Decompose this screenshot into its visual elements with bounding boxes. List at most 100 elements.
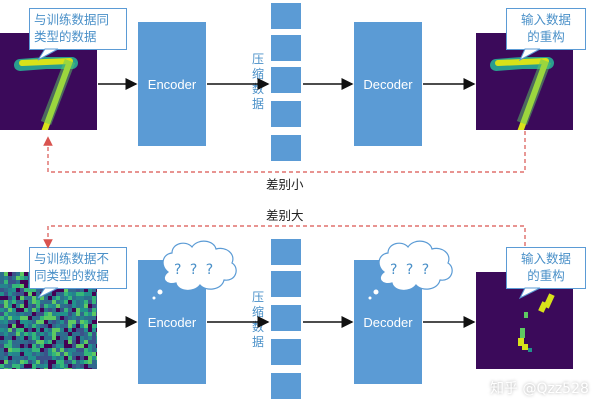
noise-pixel [44,352,48,356]
noise-pixel [0,300,4,304]
noise-pixel [48,344,52,348]
noise-pixel [68,336,72,340]
decoder-cloud-text: ? ? ? [390,262,432,278]
noise-pixel [72,304,76,308]
noise-pixel [96,292,97,296]
noise-pixel [40,328,44,332]
noise-pixel [64,296,68,300]
noise-pixel [88,368,92,369]
noise-pixel [80,288,84,292]
top-latent-cell [270,100,302,128]
noise-pixel [16,280,20,284]
noise-pixel [24,304,28,308]
noise-pixel [52,356,56,360]
noise-pixel [20,292,24,296]
noise-pixel [8,348,12,352]
noise-pixel [16,324,20,328]
noise-pixel [84,288,88,292]
noise-pixel [88,336,92,340]
noise-pixel [68,364,72,368]
noise-pixel [56,356,60,360]
noise-pixel [4,324,8,328]
noise-pixel [60,312,64,316]
noise-pixel [56,292,60,296]
noise-pixel [32,288,36,292]
noise-pixel [48,308,52,312]
noise-pixel [52,320,56,324]
noise-pixel [72,288,76,292]
noise-pixel [32,332,36,336]
noise-pixel [44,332,48,336]
noise-pixel [16,312,20,316]
noise-pixel [64,324,68,328]
noise-pixel [4,316,8,320]
noise-pixel [24,320,28,324]
top-decoder-block: Decoder [354,22,422,146]
noise-pixel [24,296,28,300]
noise-pixel [40,364,44,368]
noise-pixel [16,304,20,308]
noise-pixel [0,272,4,276]
noise-pixel [4,304,8,308]
noise-pixel [16,332,20,336]
noise-pixel [4,328,8,332]
noise-pixel [0,332,4,336]
noise-pixel [72,308,76,312]
noise-pixel [96,332,97,336]
noise-pixel [92,356,96,360]
noise-pixel [12,360,16,364]
noise-pixel [48,320,52,324]
noise-pixel [40,308,44,312]
noise-pixel [24,272,28,276]
noise-pixel [0,312,4,316]
noise-pixel [52,344,56,348]
noise-pixel [76,360,80,364]
bottom-output-callout: 输入数据 的重构 [506,247,586,289]
noise-pixel [64,300,68,304]
noise-pixel [52,300,56,304]
noise-pixel [44,368,48,369]
noise-pixel [8,288,12,292]
noise-pixel [16,356,20,360]
noise-pixel [88,352,92,356]
noise-pixel [4,356,8,360]
noise-pixel [24,324,28,328]
noise-pixel [40,304,44,308]
noise-pixel [76,316,80,320]
noise-pixel [12,336,16,340]
noise-pixel [36,316,40,320]
noise-pixel [92,348,96,352]
bottom-bottleneck-label: 压缩数据 [251,290,264,349]
noise-pixel [24,368,28,369]
noise-pixel [76,348,80,352]
noise-pixel [4,292,8,296]
noise-pixel [60,356,64,360]
noise-pixel [52,312,56,316]
noise-pixel [20,304,24,308]
noise-pixel [24,332,28,336]
noise-pixel [12,272,16,276]
noise-pixel [44,296,48,300]
noise-pixel [84,368,88,369]
noise-pixel [92,344,96,348]
noise-pixel [84,352,88,356]
noise-pixel [84,308,88,312]
noise-pixel [72,332,76,336]
noise-pixel [92,292,96,296]
noise-pixel [4,336,8,340]
noise-pixel [80,340,84,344]
noise-pixel [76,344,80,348]
noise-pixel [12,288,16,292]
noise-pixel [0,360,4,364]
noise-pixel [32,344,36,348]
noise-pixel [80,312,84,316]
noise-pixel [80,352,84,356]
noise-pixel [24,364,28,368]
noise-pixel [84,292,88,296]
noise-pixel [72,356,76,360]
noise-pixel [36,296,40,300]
noise-pixel [88,296,92,300]
top-encoder-block: Encoder [138,22,206,146]
noise-pixel [4,296,8,300]
noise-pixel [56,300,60,304]
